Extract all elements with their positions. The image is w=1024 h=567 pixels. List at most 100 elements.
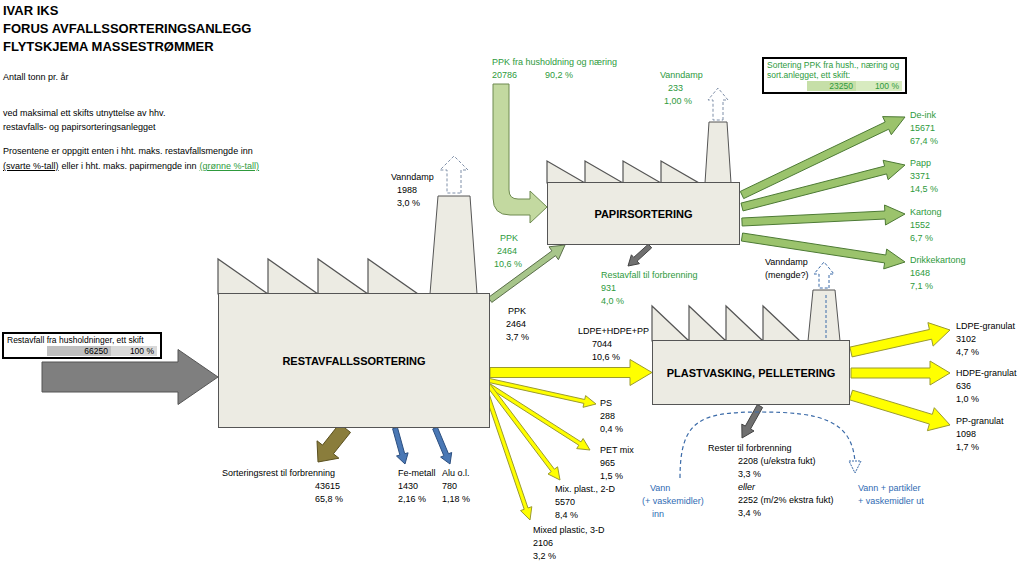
flow-label: (svarte %-tall) — [3, 161, 59, 172]
steam-arrow — [814, 262, 834, 288]
flow-label: 7044 — [592, 339, 612, 350]
flow-label: 2106 — [533, 538, 553, 549]
flow-label: 2252 (m/2% ekstra fukt) — [738, 495, 834, 506]
water-arrowhead — [849, 461, 861, 473]
flow-label: 1988 — [397, 185, 417, 196]
flow-label: Vanndamp — [765, 257, 808, 268]
building-name: RESTAVFALLSSORTERING — [282, 355, 425, 367]
plastic-arrow — [484, 381, 560, 480]
value-row: 23250100 % — [767, 81, 902, 91]
granulate-arrow — [850, 390, 951, 431]
flow-label: PET mix — [600, 445, 634, 456]
flow-label: inn — [652, 509, 664, 520]
flow-label: Alu o.l. — [442, 468, 470, 479]
flow-label: 10,6 % — [494, 259, 522, 270]
flow-label: 3,3 % — [738, 469, 761, 480]
flow-label: 1552 — [910, 220, 930, 231]
flow-label: Mix. plast., 2-D — [555, 484, 615, 495]
chimney — [808, 290, 840, 341]
flow-label: 10,6 % — [592, 352, 620, 363]
flow-label: PPK fra husholdning og næring — [492, 57, 617, 68]
flow-label: 4,0 % — [601, 296, 624, 307]
flow-label: 1,0 % — [956, 394, 979, 405]
flow-label: 233 — [668, 83, 683, 94]
flow-label: 1430 — [398, 481, 418, 492]
flow-label: HDPE-granulat — [956, 368, 1017, 379]
flow-label: Prosentene er oppgitt enten i hht. maks.… — [3, 146, 253, 157]
flow-label: Vann — [650, 483, 670, 494]
factory-building: RESTAVFALLSSORTERING — [218, 293, 490, 428]
sawtooth-roof — [652, 306, 800, 341]
flow-connector — [488, 245, 565, 302]
ppk-input-arrow — [493, 84, 547, 223]
flow-label: 1,5 % — [600, 471, 623, 482]
box-value: 100 % — [111, 346, 157, 356]
flow-label: 2208 (u/ekstra fukt) — [738, 456, 816, 467]
flow-label: Vanndamp — [660, 70, 703, 81]
box-value: 100 % — [856, 81, 902, 91]
chimney — [705, 122, 731, 183]
residue-arrow — [742, 405, 763, 439]
granulate-arrow — [850, 323, 950, 357]
value-row: 66250100 % — [7, 346, 157, 356]
flow-label: Fe-metall — [398, 468, 436, 479]
flow-label: 1,7 % — [956, 442, 979, 453]
flow-label: 15671 — [910, 123, 935, 134]
building-name: PAPIRSORTERING — [594, 208, 692, 220]
water-line — [826, 293, 827, 338]
flow-label: Drikkekartong — [910, 255, 966, 266]
steam-arrow — [440, 156, 468, 193]
connector-arrow — [490, 360, 652, 386]
flow-label: 3,2 % — [533, 551, 556, 562]
flow-label: 2,16 % — [398, 494, 426, 505]
box-heading: Sortering PPK fra hush., næring og sort.… — [767, 60, 902, 80]
flow-label: 2464 — [497, 246, 517, 257]
chimney — [430, 196, 477, 294]
flow-label: restavfalls- og papirsorteringsanlegget — [3, 122, 156, 133]
factory-building: PAPIRSORTERING — [547, 182, 740, 245]
flow-label: 965 — [600, 458, 615, 469]
flow-label: LDPE-granulat — [956, 321, 1015, 332]
flow-label: 3102 — [956, 334, 976, 345]
residue-arrow — [317, 424, 351, 462]
subtitle: FLYTSKJEMA MASSESTRØMMER — [3, 39, 214, 55]
flow-label: 7,1 % — [910, 281, 933, 292]
flow-label: 1098 — [956, 429, 976, 440]
flow-label: Sorteringsrest til forbrenning — [222, 468, 335, 479]
residue-arrow — [628, 244, 652, 266]
flow-label: 1648 — [910, 268, 930, 279]
flow-label: Vann + partikler — [858, 483, 921, 494]
flow-label: 8,4 % — [555, 510, 578, 521]
flow-connector — [490, 360, 652, 386]
flow-label: Kartong — [910, 207, 942, 218]
flow-label: PPK — [500, 233, 518, 244]
connector-arrow — [488, 245, 565, 302]
flow-label: 43615 — [315, 481, 340, 492]
granulate-arrow — [851, 361, 950, 385]
flow-label: 3371 — [910, 171, 930, 182]
flow-label: LDPE+HDPE+PP — [578, 326, 649, 337]
flow-label: eller i hht. maks. papirmengde inn — [62, 161, 197, 172]
flow-label: 288 — [600, 411, 615, 422]
diagram-title: IVAR IKS — [3, 3, 58, 19]
plastic-arrow — [481, 379, 590, 450]
flow-label: Mixed plastic, 3-D — [533, 525, 605, 536]
input-box: Restavfall fra husholdninger, ett skift6… — [2, 332, 162, 359]
flow-label: 1,00 % — [664, 96, 692, 107]
flow-label: 1,18 % — [442, 494, 470, 505]
flow-label: (mengde?) — [765, 270, 809, 281]
flow-label: ved maksimal ett skifts utnyttelse av hh… — [3, 108, 165, 119]
box-heading: Restavfall fra husholdninger, ett skift — [7, 335, 157, 345]
flow-label: PPK — [508, 306, 526, 317]
flow-label: 20786 — [492, 70, 517, 81]
flow-label: Vanndamp — [391, 172, 434, 183]
flow-label: 90,2 % — [545, 70, 573, 81]
flow-label: + vaskemidler ut — [858, 496, 924, 507]
flow-label: 5570 — [555, 497, 575, 508]
flow-label: (+ vaskemidler) — [642, 496, 704, 507]
flow-label: 2464 — [506, 319, 526, 330]
flow-label: 3,0 % — [397, 198, 420, 209]
flow-label: Restavfall til forbrenning — [601, 270, 698, 281]
flow-label: eller — [738, 482, 755, 493]
